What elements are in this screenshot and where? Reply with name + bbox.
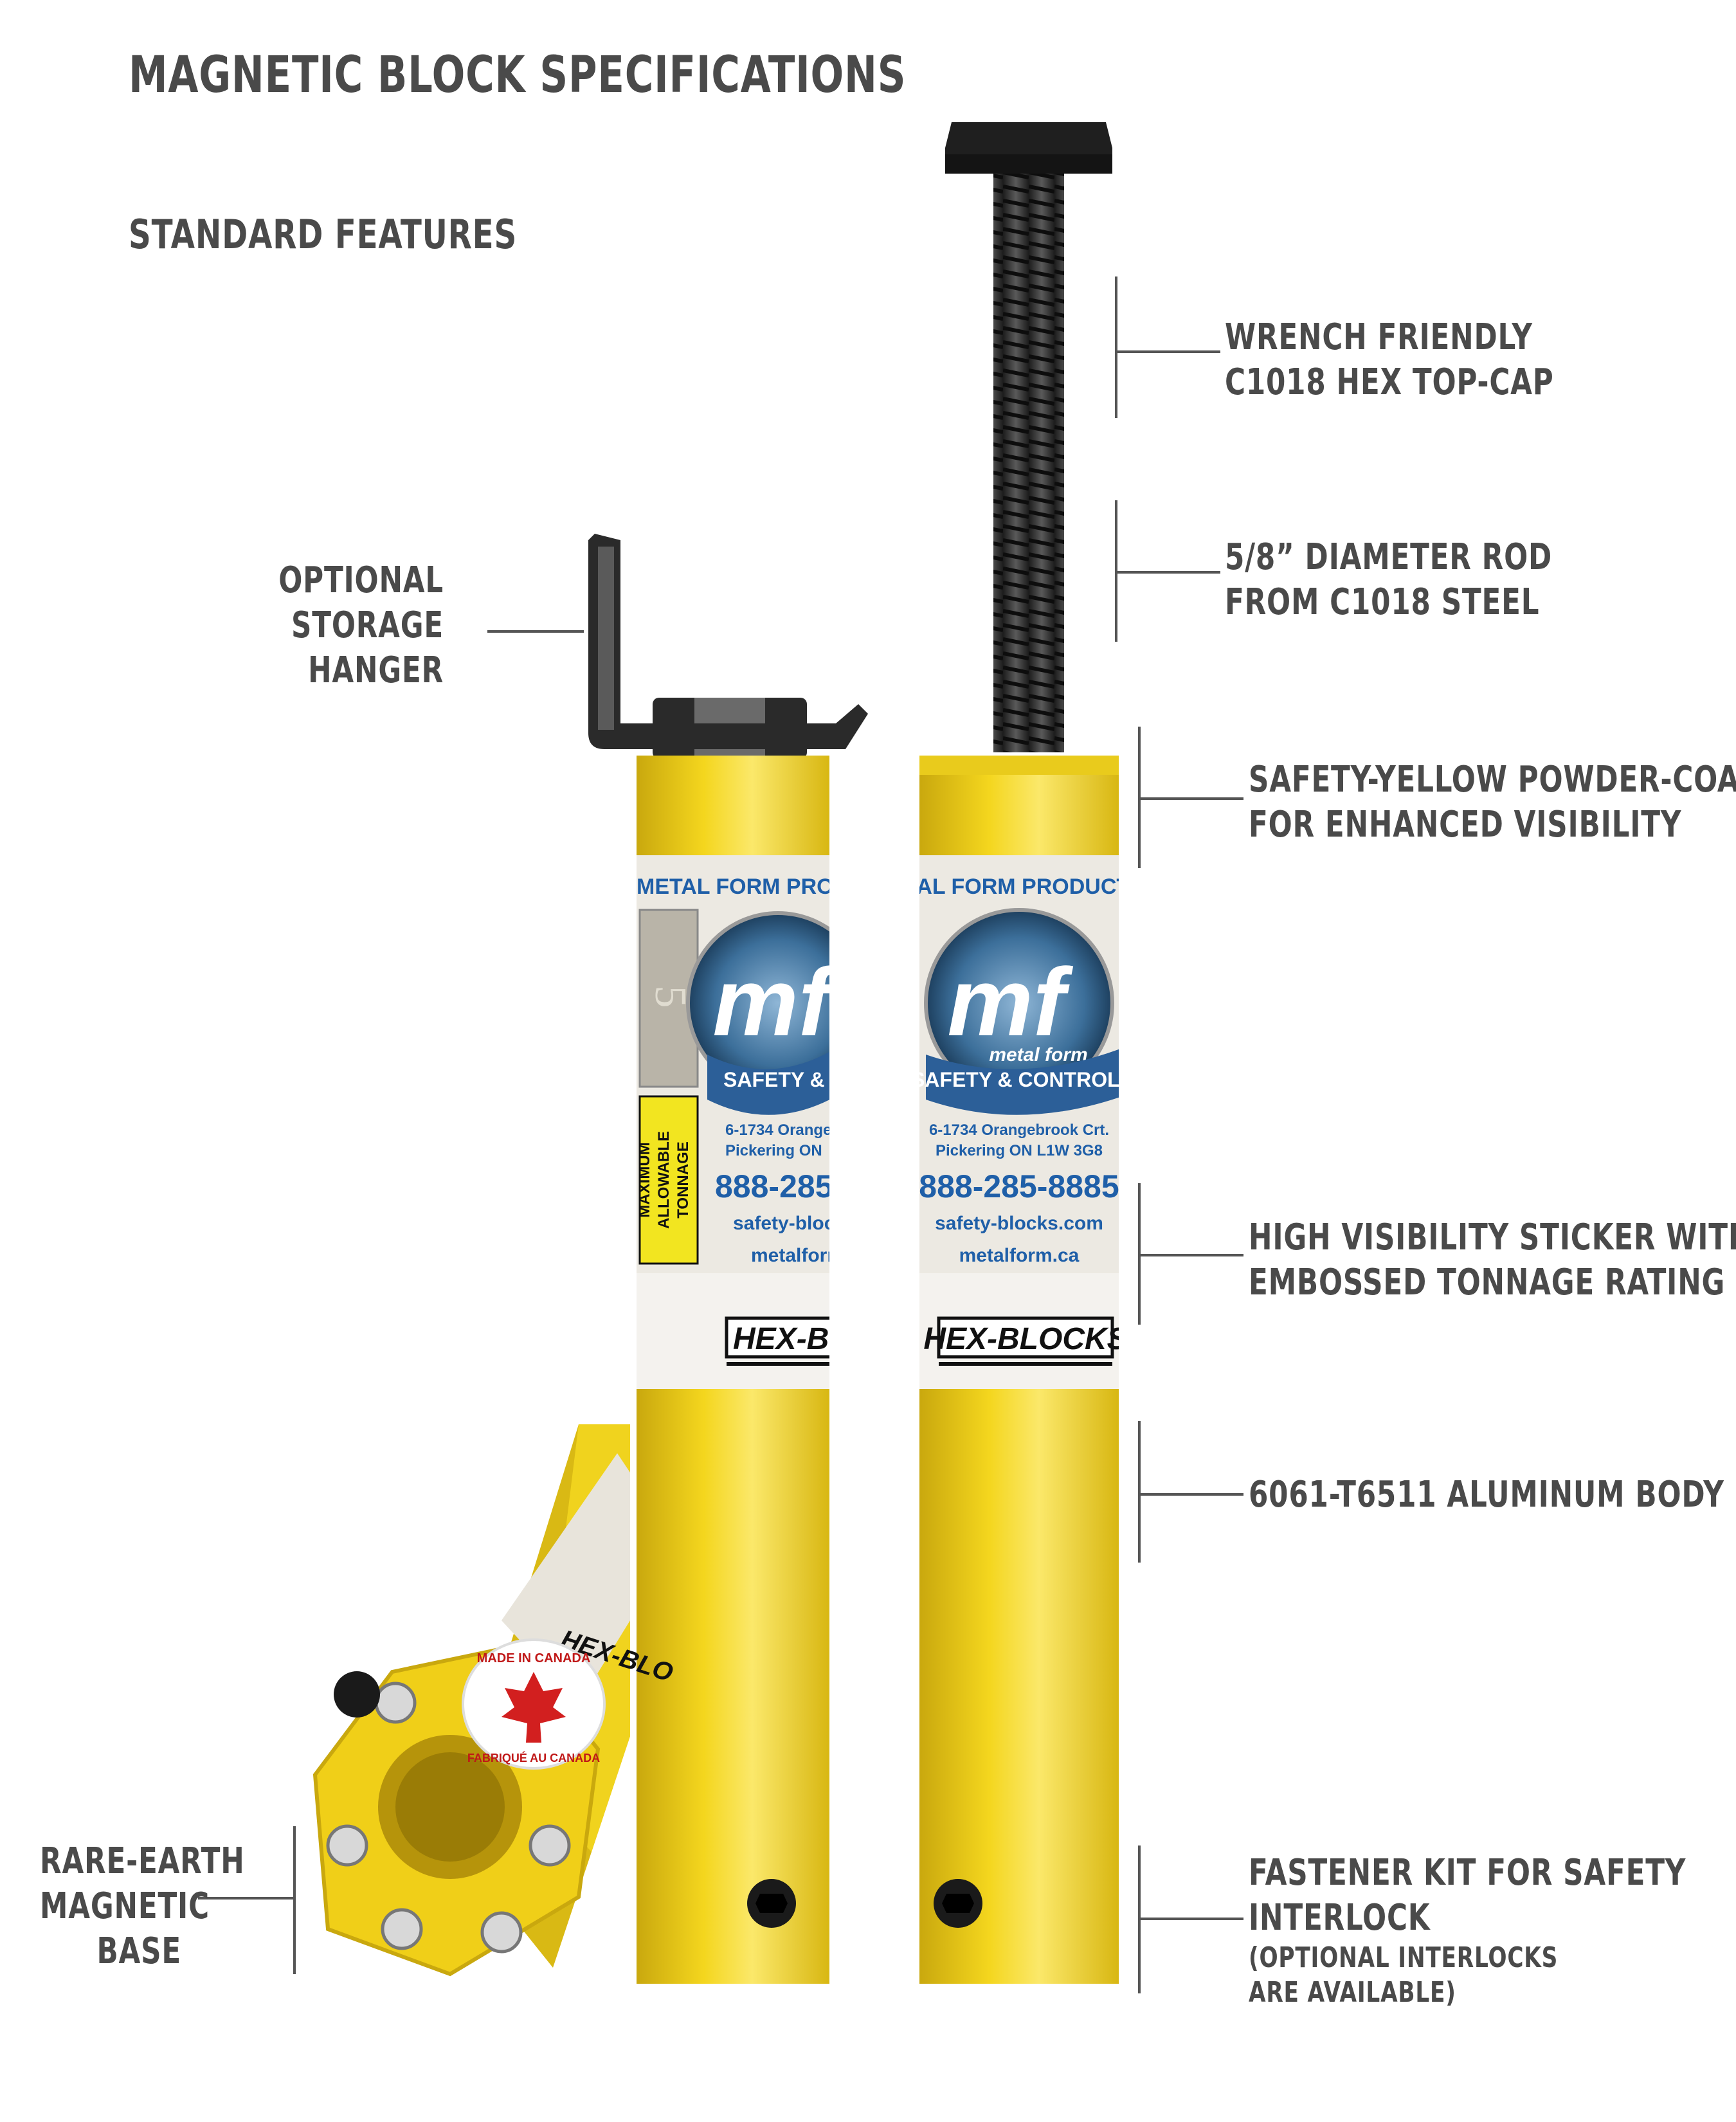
callout-fastener: FASTENER KIT FOR SAFETY INTERLOCK (OPTIO… — [1249, 1851, 1686, 2010]
callout-base-line2: MAGNETIC — [40, 1885, 210, 1927]
tonnage-label-1: MAXIMUM — [636, 1142, 653, 1217]
threaded-rod — [993, 174, 1064, 752]
callout-body-line1: 6061-T6511 ALUMINUM BODY — [1249, 1474, 1724, 1516]
callout-powder-coat: SAFETY-YELLOW POWDER-COAT FOR ENHANCED V… — [1249, 757, 1736, 848]
callout-sticker: HIGH VISIBILITY STICKER WITH EMBOSSED TO… — [1249, 1215, 1736, 1305]
left-hex-block: METAL FORM PRODUC 5 MAXIMUM ALLOWABLE TO… — [588, 534, 881, 1984]
left-address2: Pickering ON — [725, 1142, 822, 1159]
right-web2: metalform.ca — [959, 1245, 1080, 1266]
callout-hex-cap: WRENCH FRIENDLY C1018 HEX TOP-CAP — [1225, 315, 1554, 405]
callout-rod-line2: FROM C1018 STEEL — [1225, 581, 1540, 623]
page-title: MAGNETIC BLOCK SPECIFICATIONS — [129, 46, 907, 104]
storage-hanger — [588, 534, 868, 749]
left-address1: 6-1734 Orange — [725, 1121, 831, 1139]
callout-hanger: OPTIONAL STORAGE HANGER — [233, 558, 444, 693]
callout-sticker-line1: HIGH VISIBILITY STICKER WITH — [1249, 1217, 1736, 1258]
callout-fastener-note1: (OPTIONAL INTERLOCKS — [1249, 1941, 1559, 1974]
right-address1: 6-1734 Orangebrook Crt. — [929, 1121, 1109, 1139]
right-sticker-company: METAL FORM PRODUCTS C — [872, 875, 1166, 899]
callout-rod: 5/8” DIAMETER ROD FROM C1018 STEEL — [1225, 535, 1552, 625]
right-web1: safety-blocks.com — [935, 1213, 1103, 1234]
tonnage-sticker — [638, 1095, 699, 1265]
canada-top-text: MADE IN CANADA — [477, 1651, 591, 1665]
callout-hanger-line3: HANGER — [308, 649, 444, 691]
mf-logo-text: mf — [947, 948, 1073, 1056]
callout-fastener-line1: FASTENER KIT FOR SAFETY — [1249, 1852, 1686, 1894]
right-hex-block: METAL FORM PRODUCTS C mf metal form SAFE… — [872, 122, 1166, 1984]
maple-leaf-icon — [502, 1672, 566, 1743]
left-banner-text: SAFETY & C — [723, 1068, 845, 1091]
callout-hex-cap-line1: WRENCH FRIENDLY — [1225, 316, 1533, 358]
left-sticker: METAL FORM PRODUC 5 MAXIMUM ALLOWABLE TO… — [636, 855, 881, 1389]
callout-powder-coat-line1: SAFETY-YELLOW POWDER-COAT — [1249, 759, 1736, 801]
callout-base-line3: BASE — [96, 1930, 181, 1972]
right-phone: 888-285-8885 — [919, 1168, 1119, 1204]
callout-hanger-line1: OPTIONAL — [278, 559, 444, 601]
callout-body: 6061-T6511 ALUMINUM BODY — [1249, 1473, 1724, 1518]
tonnage-label-2: ALLOWABLE — [655, 1131, 673, 1229]
lying-fastener-knob — [334, 1671, 380, 1718]
left-phone: 888-285 — [715, 1168, 833, 1204]
left-web1: safety-block — [733, 1213, 845, 1234]
left-sticker-company: METAL FORM PRODUC — [637, 875, 881, 899]
section-subtitle: STANDARD FEATURES — [129, 211, 518, 258]
right-address2: Pickering ON L1W 3G8 — [936, 1142, 1103, 1159]
callout-sticker-line2: EMBOSSED TONNAGE RATING — [1249, 1262, 1726, 1303]
left-logo-text: mf — [712, 948, 838, 1056]
right-sticker: METAL FORM PRODUCTS C mf metal form SAFE… — [872, 855, 1166, 1389]
tonnage-label-3: TONNAGE — [674, 1141, 692, 1219]
right-brand: HEX-BLOCKS — [923, 1322, 1127, 1356]
hex-top-cap — [945, 122, 1112, 161]
callout-base: RARE-EARTH MAGNETIC BASE — [40, 1839, 245, 1974]
callout-hex-cap-line2: C1018 HEX TOP-CAP — [1225, 361, 1554, 403]
lying-hex-block: HEX-BLO MADE IN CANADA FABRIQUÉ AU CANAD… — [312, 1424, 676, 1977]
callout-fastener-note2: ARE AVAILABLE) — [1249, 1976, 1456, 2009]
callout-powder-coat-line2: FOR ENHANCED VISIBILITY — [1249, 804, 1682, 846]
callout-rod-line1: 5/8” DIAMETER ROD — [1225, 536, 1553, 578]
callout-fastener-line2: INTERLOCK — [1249, 1897, 1431, 1939]
callout-hanger-line2: STORAGE — [291, 604, 444, 646]
rare-earth-magnets — [326, 1667, 571, 1954]
left-web2: metalform — [751, 1245, 844, 1266]
canada-bottom-text: FABRIQUÉ AU CANADA — [467, 1751, 600, 1764]
right-banner-text: SAFETY & CONTROLS — [911, 1068, 1134, 1091]
left-brand: HEX-BLO — [733, 1322, 872, 1356]
mf-logo-sub: metal form — [989, 1044, 1087, 1066]
callout-base-line1: RARE-EARTH — [40, 1840, 245, 1882]
